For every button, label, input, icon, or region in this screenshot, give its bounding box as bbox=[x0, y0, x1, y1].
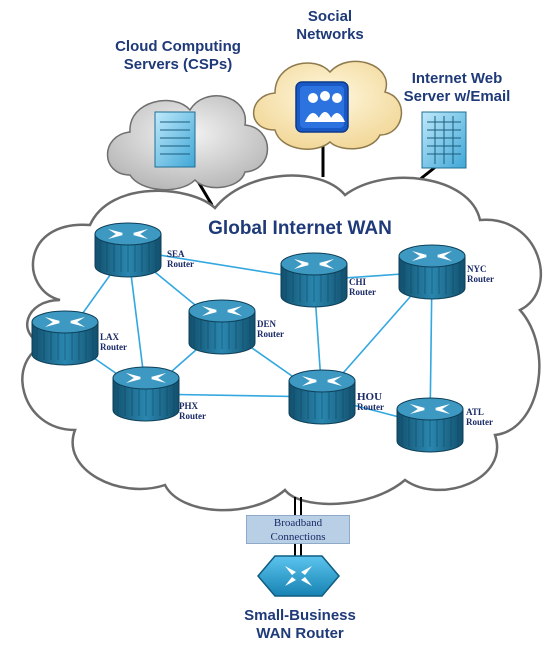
social-line1: Social bbox=[307, 8, 353, 25]
wan-title: Global Internet WAN bbox=[208, 218, 392, 239]
router-icon-phx bbox=[112, 366, 180, 422]
nyc-role: Router bbox=[467, 273, 494, 284]
router-icon-sea bbox=[94, 222, 162, 278]
small-business-label: Small-Business WAN Router bbox=[210, 607, 390, 643]
router-label-chi: CHI Router bbox=[349, 277, 376, 298]
lax-name: LAX bbox=[100, 332, 120, 342]
small-business-line1: Small-Business bbox=[244, 607, 356, 624]
router-icon-nyc bbox=[398, 244, 466, 300]
csp-server-icon bbox=[154, 111, 196, 168]
routers bbox=[31, 222, 466, 453]
sea-name: SEA bbox=[167, 249, 185, 259]
router-label-den: DEN Router bbox=[257, 319, 284, 340]
social-networks-label: Social Networks bbox=[280, 8, 380, 44]
router-icon-hou bbox=[288, 369, 356, 425]
social-line2: Networks bbox=[296, 26, 364, 43]
hou-name: HOU bbox=[357, 391, 383, 403]
atl-name: ATL bbox=[466, 407, 484, 417]
router-label-atl: ATL Router bbox=[466, 407, 493, 428]
broadband-line2: Connections bbox=[270, 531, 326, 543]
router-label-hou: HOU Router bbox=[357, 391, 384, 413]
cloud-computing-label: Cloud Computing Servers (CSPs) bbox=[98, 38, 258, 74]
social-network-icon bbox=[295, 81, 349, 133]
web-server-line1: Internet Web bbox=[411, 70, 503, 87]
small-business-router-icon bbox=[257, 555, 340, 597]
router-icon-atl bbox=[396, 397, 464, 453]
small-business-line2: WAN Router bbox=[256, 625, 344, 642]
web-server-label: Internet Web Server w/Email bbox=[387, 70, 527, 106]
router-label-phx: PHX Router bbox=[179, 401, 206, 422]
chi-name: CHI bbox=[349, 277, 367, 287]
cloud-computing-line2: Servers (CSPs) bbox=[123, 56, 233, 73]
router-icon-lax bbox=[31, 310, 99, 366]
router-label-lax: LAX Router bbox=[100, 332, 127, 353]
cloud-computing-line1: Cloud Computing bbox=[115, 38, 241, 55]
router-label-sea: SEA Router bbox=[167, 249, 194, 270]
den-name: DEN bbox=[257, 319, 277, 329]
sea-role: Router bbox=[167, 258, 194, 269]
phx-name: PHX bbox=[179, 401, 198, 411]
den-role: Router bbox=[257, 328, 284, 339]
phx-role: Router bbox=[179, 410, 206, 421]
router-label-nyc: NYC Router bbox=[467, 264, 494, 285]
lax-role: Router bbox=[100, 341, 127, 352]
router-icon-chi bbox=[280, 252, 348, 308]
web-server-icon bbox=[421, 111, 467, 169]
chi-role: Router bbox=[349, 286, 376, 297]
broadband-connections-box: Broadband Connections bbox=[246, 515, 350, 544]
broadband-line1: Broadband bbox=[273, 517, 323, 529]
router-icon-den bbox=[188, 299, 256, 355]
nyc-name: NYC bbox=[467, 264, 487, 274]
hou-role: Router bbox=[357, 402, 384, 413]
atl-role: Router bbox=[466, 416, 493, 427]
web-server-line2: Server w/Email bbox=[403, 88, 511, 105]
